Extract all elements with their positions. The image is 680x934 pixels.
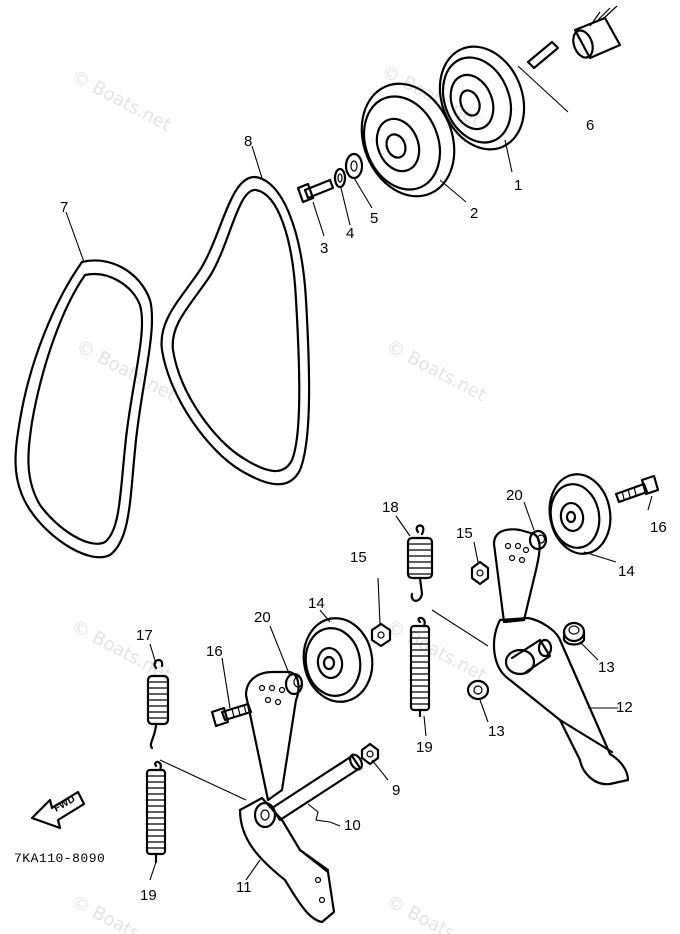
watermark: © Boats.net xyxy=(68,891,175,934)
callout-13b: 13 xyxy=(488,723,505,740)
callout-6: 6 xyxy=(586,117,594,134)
callout-labels: 1 2 3 4 5 6 7 8 9 10 11 12 13 13 14 14 1… xyxy=(60,117,667,904)
callout-15a: 15 xyxy=(350,549,367,566)
callout-20b: 20 xyxy=(506,487,523,504)
fwd-arrow-icon: FWD xyxy=(30,790,86,830)
callout-2: 2 xyxy=(470,205,478,222)
diagram-code: 7KA110-8090 xyxy=(14,851,105,866)
key-6 xyxy=(526,40,560,70)
callout-12: 12 xyxy=(616,699,633,716)
watermark: © Boats.net xyxy=(68,66,175,136)
callout-16b: 16 xyxy=(650,519,667,536)
spring-17 xyxy=(146,659,170,750)
callout-5: 5 xyxy=(370,210,378,227)
callout-8: 8 xyxy=(244,133,252,150)
tension-arm-11 xyxy=(238,670,336,924)
spring-19-right xyxy=(409,616,431,718)
callout-9: 9 xyxy=(392,782,400,799)
collar-13-lower xyxy=(466,679,490,701)
watermark: © Boats.net xyxy=(383,616,490,686)
callout-18: 18 xyxy=(382,499,399,516)
engine-shaft xyxy=(572,5,622,60)
idler-pulley-14-left xyxy=(302,617,374,703)
nut-15-right xyxy=(470,560,490,586)
callout-1: 1 xyxy=(514,177,522,194)
washer-4 xyxy=(333,167,347,189)
watermark: © Boats.net xyxy=(73,336,180,406)
v-belt-7 xyxy=(14,259,154,559)
callout-19a: 19 xyxy=(140,887,157,904)
callout-7: 7 xyxy=(60,199,68,216)
callout-14b: 14 xyxy=(618,563,635,580)
v-belt-8 xyxy=(160,175,311,486)
spring-19-left xyxy=(145,760,167,864)
nut-15-left xyxy=(370,622,392,648)
collar-13-upper xyxy=(562,621,586,646)
watermark: © Boats.net xyxy=(383,891,490,934)
collar-20-left xyxy=(284,672,304,696)
callout-4: 4 xyxy=(346,225,354,242)
collar-20-right xyxy=(528,529,548,551)
callout-14a: 14 xyxy=(308,595,325,612)
bolt-16-left xyxy=(210,702,253,728)
leader-lines xyxy=(65,65,653,881)
callout-13a: 13 xyxy=(598,659,615,676)
callout-20a: 20 xyxy=(254,609,271,626)
callout-15b: 15 xyxy=(456,525,473,542)
callout-10: 10 xyxy=(344,817,361,834)
callout-19b: 19 xyxy=(416,739,433,756)
bolt-3 xyxy=(296,178,335,204)
callout-3: 3 xyxy=(320,240,328,257)
nut-9 xyxy=(360,742,380,766)
callout-16a: 16 xyxy=(206,643,223,660)
callout-17: 17 xyxy=(136,627,153,644)
callout-11: 11 xyxy=(236,879,252,896)
shaft-10 xyxy=(270,753,363,822)
watermark: © Boats.net xyxy=(383,336,490,406)
idler-pulley-14-right xyxy=(548,473,612,555)
spring-18 xyxy=(406,524,434,602)
bolt-16-right xyxy=(614,474,660,504)
drive-pulley-2 xyxy=(360,82,456,198)
tension-arm-12 xyxy=(492,528,630,786)
washer-5 xyxy=(344,152,364,180)
